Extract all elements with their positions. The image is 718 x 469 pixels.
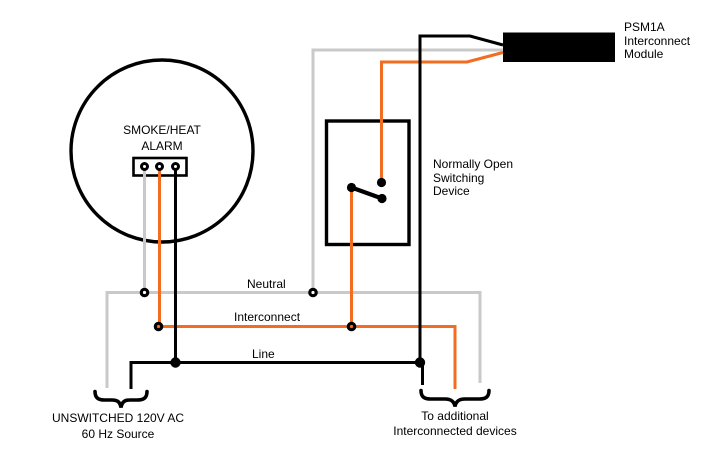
interconnect-wire-module-to-switch (380, 51, 504, 182)
psm1a-module-label-line1: PSM1A (624, 20, 665, 34)
alarm-label-line2: ALARM (141, 139, 183, 153)
interconnect-junction-switch (346, 321, 357, 332)
source-label-line2: 60 Hz Source (81, 427, 155, 441)
interconnect-junction-alarm (153, 321, 164, 332)
neutral-junction-module (308, 287, 318, 298)
line-wire-label: Line (252, 347, 275, 361)
switch-contact-top-dot (376, 177, 387, 188)
neutral-junction-alarm (139, 287, 150, 298)
switching-device-label-line3: Device (433, 184, 470, 198)
switching-device-label-line1: Normally Open (433, 157, 514, 171)
additional-devices-label: To additional Interconnected devices (365, 409, 545, 439)
psm1a-module-label-line3: Module (624, 47, 664, 61)
switch-lever (349, 185, 385, 201)
additional-devices-label-line1: To additional (421, 409, 489, 423)
switching-device-label: Normally Open Switching Device (433, 157, 514, 199)
switch-lever-end-dot (377, 193, 387, 204)
neutral-wire-run (105, 291, 482, 388)
line-wire-module-drop (418, 34, 504, 363)
switching-device-label-line2: Switching (433, 170, 485, 185)
psm1a-module-label: PSM1A Interconnect Module (624, 20, 691, 62)
alarm-label: SMOKE/HEAT ALARM (102, 122, 222, 154)
source-label: UNSWITCHED 120V AC 60 Hz Source (28, 410, 208, 442)
source-brace (93, 389, 149, 408)
neutral-wire-module-drop (311, 48, 503, 293)
neutral-wire-label: Neutral (247, 277, 286, 291)
additional-devices-brace (419, 388, 491, 407)
interconnect-wire-label: Interconnect (234, 310, 301, 324)
alarm-terminal-interconnect-dot (155, 162, 164, 171)
psm1a-module-body (503, 32, 615, 62)
line-junction-alarm (170, 357, 181, 368)
smoke-heat-alarm-circle (69, 58, 255, 244)
source-label-line1: UNSWITCHED 120V AC (51, 411, 185, 425)
psm1a-module-label-line2: Interconnect (624, 33, 691, 48)
alarm-label-line1: SMOKE/HEAT (123, 123, 201, 137)
line-junction-module (414, 357, 426, 368)
line-wire-run (129, 361, 420, 389)
switch-pivot-dot (346, 182, 357, 193)
switching-device-box (324, 119, 411, 247)
interconnect-wire-run (158, 325, 457, 389)
additional-devices-label-line2: Interconnected devices (393, 424, 517, 438)
alarm-terminal-line-dot (171, 162, 180, 171)
alarm-terminal-neutral-dot (140, 162, 149, 171)
